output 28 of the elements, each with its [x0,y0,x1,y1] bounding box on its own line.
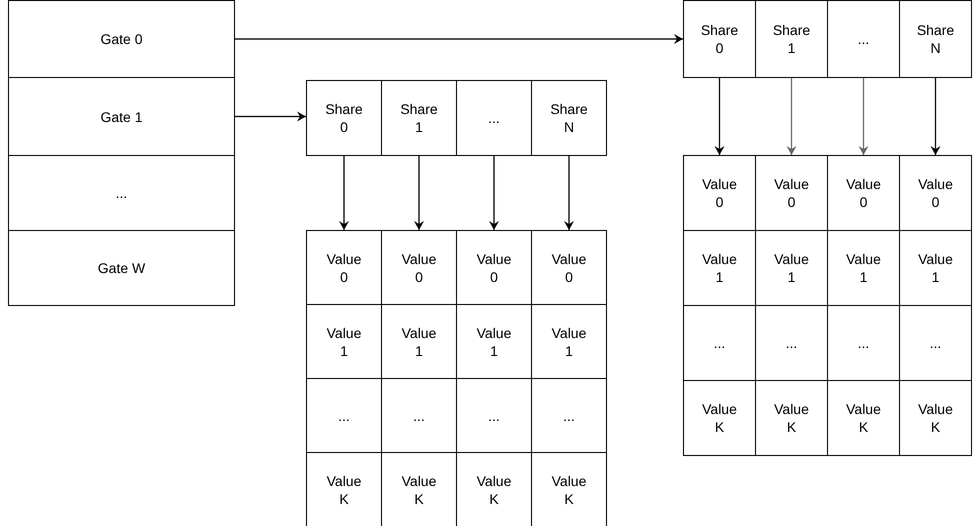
share-cell: Share 1 [381,80,457,156]
arrow [339,155,349,230]
gate-cell: Gate W [8,230,235,306]
arrow [489,155,499,230]
share-cell: Share 0 [306,80,382,156]
value-cell: Value 0 [683,155,756,231]
gate-cell: Gate 1 [8,77,235,156]
value-cell: Value 0 [306,230,382,305]
share-cell: Share N [531,80,607,156]
value-cell: Value 0 [531,230,607,305]
arrow [564,155,574,230]
arrow [414,155,424,230]
share-cell: ... [456,80,532,156]
value-cell: Value K [683,380,756,456]
gate-cell: Gate 0 [8,0,235,78]
arrow [234,112,306,122]
share-cell: ... [827,0,900,78]
arrow [930,77,940,155]
share-cell: Share 1 [755,0,828,78]
share-cell: Share N [899,0,972,78]
arrow [786,77,796,155]
value-cell: Value K [899,380,972,456]
value-cell: Value 0 [899,155,972,231]
arrow [234,34,683,44]
share-cell: Share 0 [683,0,756,78]
gate-cell: ... [8,155,235,231]
arrow [714,77,724,155]
arrow [858,77,868,155]
